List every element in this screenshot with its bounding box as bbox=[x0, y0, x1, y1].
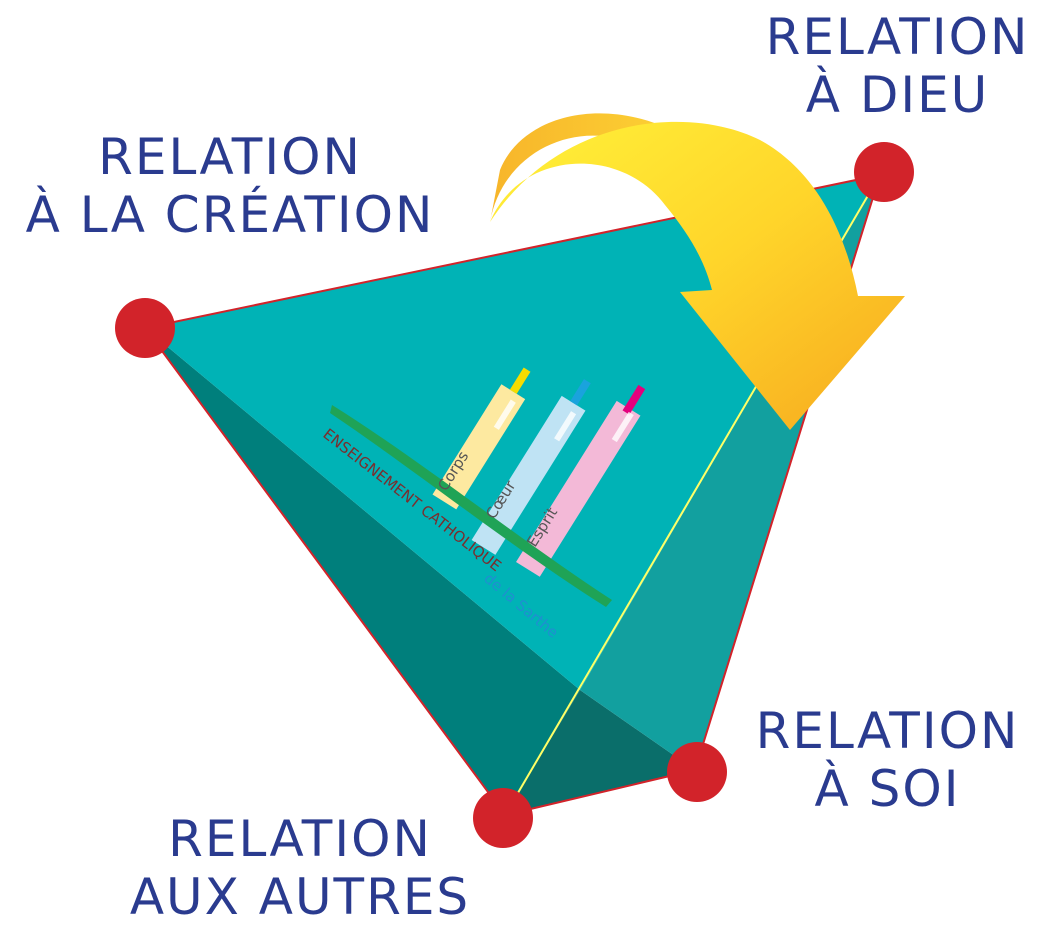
face-left bbox=[145, 328, 580, 815]
vertex-dieu bbox=[854, 142, 914, 202]
vertex-autres bbox=[473, 788, 533, 848]
corps-bar bbox=[432, 367, 531, 510]
label-relation-soi: RELATION À SOI bbox=[725, 702, 1050, 818]
label-relation-dieu: RELATION À DIEU bbox=[735, 8, 1060, 124]
vertex-soi bbox=[667, 742, 727, 802]
label-line: RELATION bbox=[765, 8, 1030, 66]
coeur-bar bbox=[471, 379, 591, 555]
vertex-creation bbox=[115, 298, 175, 358]
label-line: À SOI bbox=[814, 760, 961, 818]
label-line: À LA CRÉATION bbox=[25, 186, 435, 244]
label-line: RELATION bbox=[168, 810, 432, 868]
label-line: AUX AUTRES bbox=[129, 868, 471, 926]
label-relation-autres: RELATION AUX AUTRES bbox=[100, 810, 500, 926]
label-line: RELATION bbox=[755, 702, 1020, 760]
green-swoosh bbox=[330, 405, 612, 607]
face-bottom bbox=[505, 690, 695, 815]
label-line: À DIEU bbox=[805, 66, 990, 124]
label-relation-creation: RELATION À LA CRÉATION bbox=[0, 128, 460, 244]
curved-arrow bbox=[490, 113, 905, 430]
label-line: RELATION bbox=[98, 128, 362, 186]
esprit-bar bbox=[516, 384, 646, 577]
